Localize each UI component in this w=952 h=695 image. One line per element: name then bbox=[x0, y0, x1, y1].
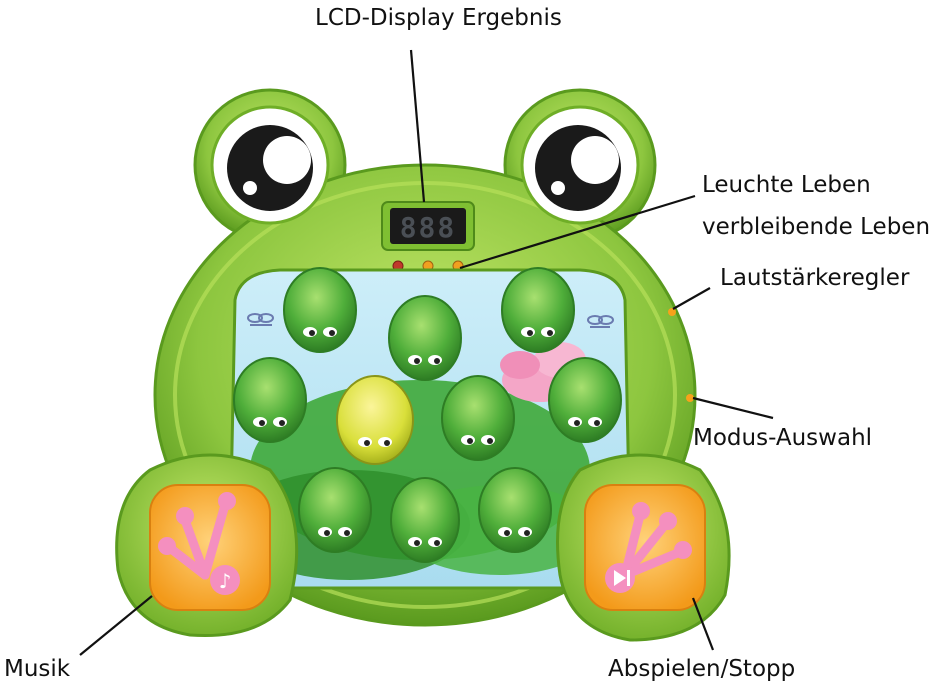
volume-label: Lautstärkeregler bbox=[720, 265, 909, 293]
frog-mole[interactable] bbox=[549, 358, 621, 442]
mode-selector-knob[interactable] bbox=[686, 394, 694, 402]
frog-mole[interactable] bbox=[391, 478, 459, 562]
lcd-digits: 888 bbox=[400, 211, 457, 244]
lcd-display: 888 bbox=[382, 202, 474, 250]
svg-text:♪: ♪ bbox=[219, 569, 232, 593]
frog-mole[interactable] bbox=[389, 296, 461, 380]
life-lights-label-line2: verbleibende Leben bbox=[702, 214, 930, 242]
frog-mole[interactable] bbox=[299, 468, 371, 552]
frog-mole[interactable] bbox=[234, 358, 306, 442]
right-eye bbox=[522, 107, 638, 223]
music-button[interactable]: ♪ bbox=[150, 485, 270, 610]
lcd-label: LCD-Display Ergebnis bbox=[315, 5, 562, 33]
left-eye bbox=[212, 107, 328, 223]
music-callout-line bbox=[80, 596, 152, 655]
mode-callout-line bbox=[693, 398, 773, 418]
play-stop-button[interactable] bbox=[585, 485, 705, 610]
music-label: Musik bbox=[4, 656, 70, 684]
left-foot: ♪ bbox=[117, 455, 297, 636]
frog-mole-highlighted[interactable] bbox=[337, 376, 413, 464]
life-lights-label-line1: Leuchte Leben bbox=[702, 172, 871, 200]
frog-mole[interactable] bbox=[442, 376, 514, 460]
right-foot bbox=[558, 455, 730, 640]
frog-mole[interactable] bbox=[284, 268, 356, 352]
play-stop-label: Abspielen/Stopp bbox=[608, 656, 795, 684]
frog-mole[interactable] bbox=[479, 468, 551, 552]
volume-callout-line bbox=[673, 288, 710, 309]
frog-mole[interactable] bbox=[502, 268, 574, 352]
mode-label: Modus-Auswahl bbox=[693, 425, 872, 453]
